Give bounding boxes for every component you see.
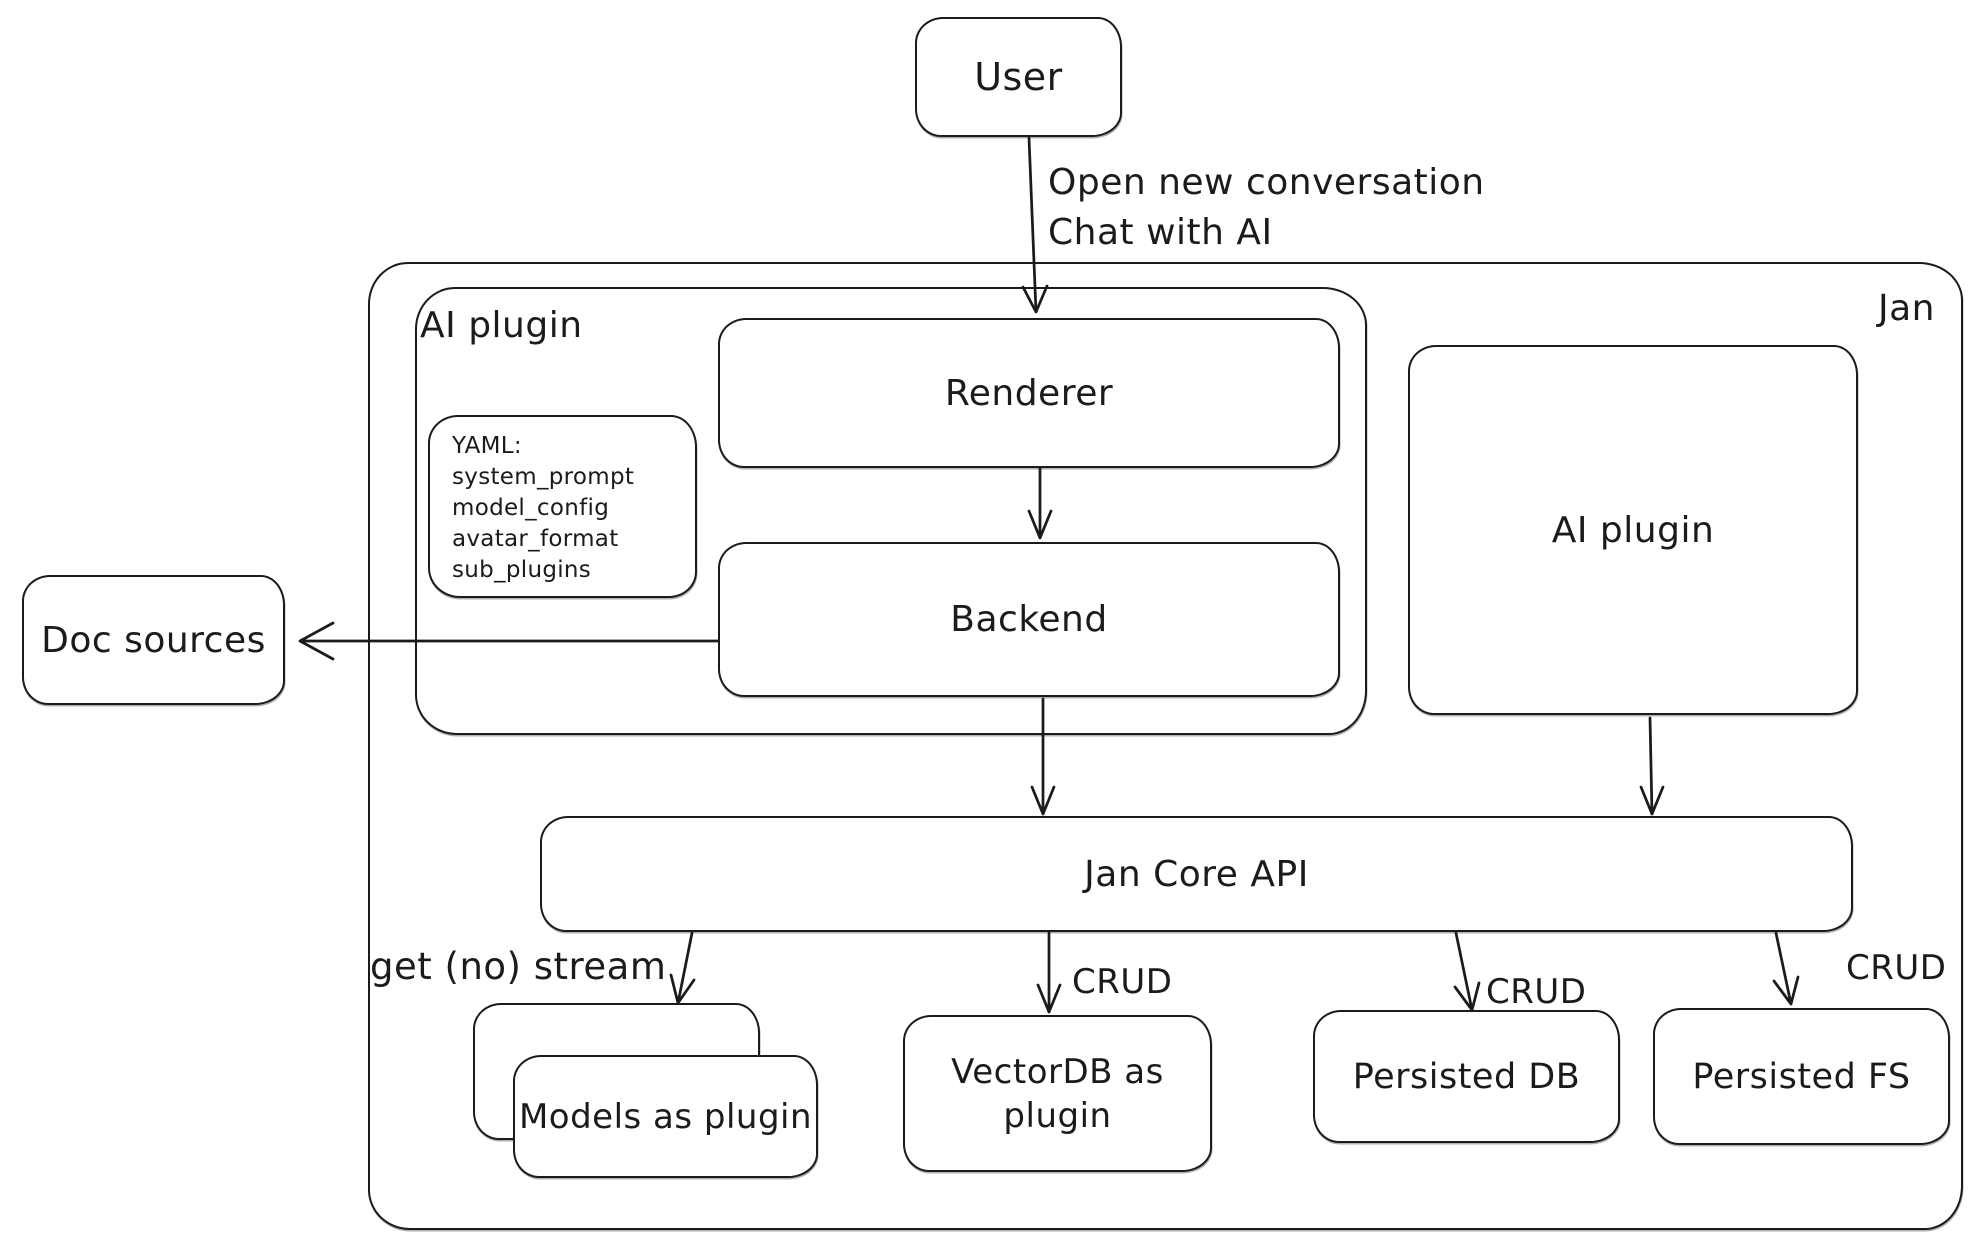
yaml-note-line: model_config [452, 495, 610, 521]
user-action-edge-label-line1: Open new conversation [1048, 162, 1485, 203]
yaml-note-line: avatar_format [452, 526, 619, 552]
renderer-node: Renderer [718, 318, 1340, 468]
vectordb-node: VectorDB as plugin [903, 1015, 1212, 1172]
user-node: User [915, 17, 1122, 137]
persisted-db-node-label: Persisted DB [1352, 1056, 1581, 1097]
persisted-fs-node-label: Persisted FS [1692, 1056, 1911, 1097]
user-action-edge-label: Open new conversation Chat with AI [1048, 158, 1485, 258]
user-node-label: User [974, 55, 1063, 99]
crud-vectordb-edge-label: CRUD [1072, 962, 1173, 1002]
user-action-edge-label-line2: Chat with AI [1048, 212, 1273, 253]
jan-core-api-node-label: Jan Core API [1084, 853, 1309, 895]
get-no-stream-edge-label: get (no) stream [370, 945, 667, 988]
ai-plugin-right-node: AI plugin [1408, 345, 1858, 715]
vectordb-node-label: VectorDB as plugin [951, 1051, 1164, 1136]
jan-core-api-node: Jan Core API [540, 816, 1853, 932]
crud-persisted-db-edge-label: CRUD [1486, 972, 1587, 1012]
persisted-fs-node: Persisted FS [1653, 1008, 1950, 1145]
doc-sources-node-label: Doc sources [41, 619, 266, 661]
backend-node-label: Backend [950, 599, 1108, 640]
persisted-db-node: Persisted DB [1313, 1010, 1620, 1143]
jan-container-label: Jan [1878, 288, 1935, 329]
doc-sources-node: Doc sources [22, 575, 285, 705]
yaml-note: YAML: system_prompt model_config avatar_… [428, 415, 697, 598]
ai-plugin-container-label: AI plugin [420, 305, 583, 346]
yaml-note-line: YAML: [452, 433, 522, 459]
crud-persisted-fs-edge-label: CRUD [1846, 948, 1947, 988]
models-as-plugin-node: Models as plugin [513, 1055, 818, 1178]
yaml-note-line: system_prompt [452, 464, 635, 490]
models-as-plugin-node-label: Models as plugin [518, 1096, 813, 1137]
backend-node: Backend [718, 542, 1340, 697]
ai-plugin-right-node-label: AI plugin [1551, 509, 1715, 551]
yaml-note-line: sub_plugins [452, 557, 592, 583]
renderer-node-label: Renderer [944, 372, 1114, 414]
